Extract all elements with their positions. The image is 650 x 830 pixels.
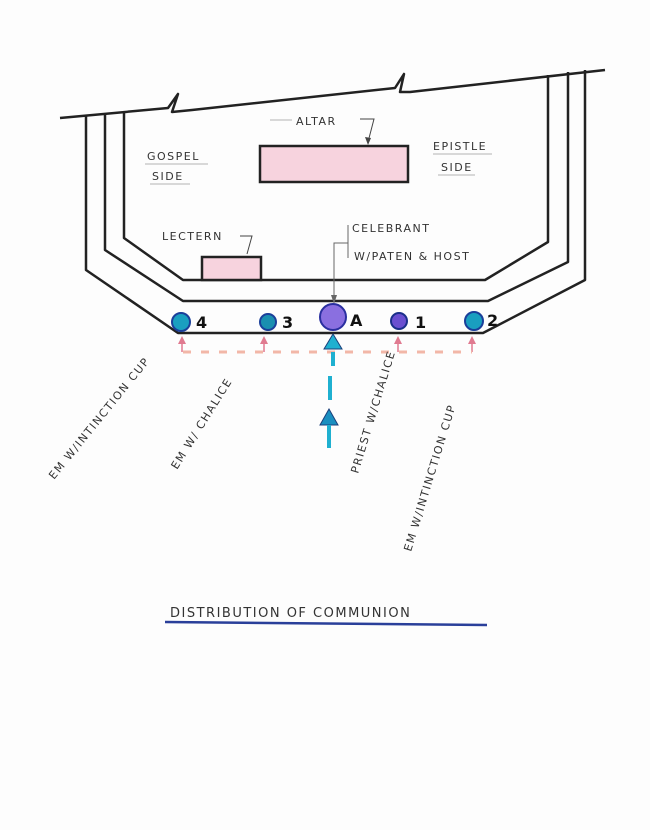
gospel-side-label: SIDE bbox=[152, 170, 184, 183]
celebrant-pointer bbox=[333, 242, 348, 298]
station-4-label: 4 bbox=[196, 313, 207, 332]
altar-label: ALTAR bbox=[296, 115, 337, 128]
station-3-role: EM W/ CHALICE bbox=[169, 376, 236, 472]
altar-pointer-arrow bbox=[360, 118, 375, 143]
celebrant-detail-label: W/PATEN & HOST bbox=[354, 250, 470, 263]
epistle-label: EPISTLE bbox=[433, 140, 487, 153]
station-1-circle bbox=[390, 312, 408, 330]
flow-arrow-upper-icon bbox=[323, 333, 343, 350]
station-a-circle bbox=[319, 303, 347, 331]
station-a-label: A bbox=[350, 311, 363, 330]
station-4-circle bbox=[171, 312, 191, 332]
title-underline bbox=[164, 620, 488, 627]
epistle-side-label: SIDE bbox=[441, 161, 473, 174]
flow-arrow-lower-icon bbox=[319, 407, 339, 426]
celebrant-label: CELEBRANT bbox=[352, 222, 430, 235]
station-3-circle bbox=[259, 313, 277, 331]
lectern-pointer-arrow bbox=[240, 235, 253, 255]
back-wall bbox=[59, 68, 606, 120]
altar bbox=[258, 144, 410, 184]
station-1-role: PRIEST W/CHALICE bbox=[348, 349, 398, 475]
gospel-label: GOSPEL bbox=[147, 150, 200, 163]
arrowhead-icons bbox=[178, 336, 476, 344]
left-wall-middle bbox=[103, 72, 570, 303]
left-wall-outer bbox=[84, 70, 587, 335]
lectern bbox=[200, 255, 263, 282]
station-2-circle bbox=[464, 311, 484, 331]
station-2-role: EM W/INTINCTION CUP bbox=[401, 403, 458, 553]
diagram-title: DISTRIBUTION OF COMMUNION bbox=[170, 606, 411, 621]
station-2-label: 2 bbox=[487, 311, 498, 330]
lectern-label: LECTERN bbox=[162, 230, 223, 243]
station-1-label: 1 bbox=[415, 313, 426, 332]
arrowhead-icon bbox=[365, 137, 371, 145]
station-4-role: EM W/INTINCTION CUP bbox=[46, 355, 152, 482]
station-3-label: 3 bbox=[282, 313, 293, 332]
arrowhead-icon bbox=[331, 295, 337, 304]
